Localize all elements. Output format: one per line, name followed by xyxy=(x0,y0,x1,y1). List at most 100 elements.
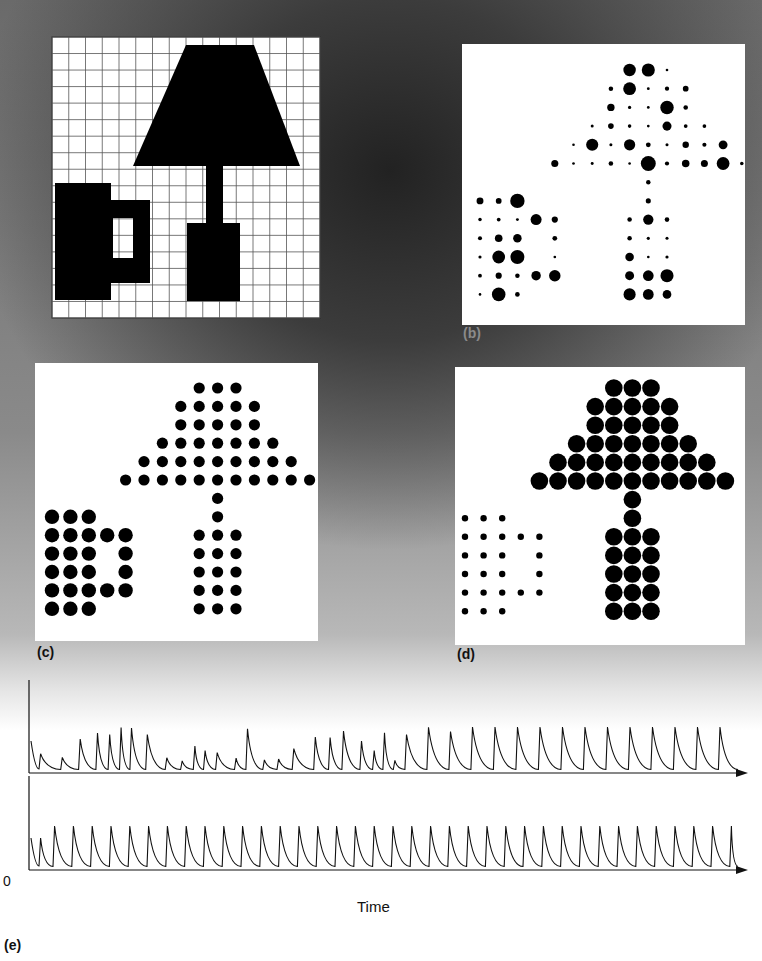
oscillator-dot xyxy=(118,583,132,597)
oscillator-dot xyxy=(605,528,623,546)
oscillator-dot xyxy=(480,515,486,521)
pixel-grid xyxy=(52,37,320,318)
oscillator-dot xyxy=(740,162,744,166)
oscillator-dot xyxy=(120,474,131,485)
oscillator-dot xyxy=(698,454,716,472)
oscillator-dot xyxy=(515,292,520,297)
oscillator-dot xyxy=(624,509,642,527)
oscillator-dot xyxy=(642,472,660,490)
oscillator-dot xyxy=(665,143,668,146)
oscillator-dot xyxy=(608,123,614,129)
oscillator-dot xyxy=(549,472,567,490)
oscillator-dot xyxy=(249,419,260,430)
oscillator-dot xyxy=(624,416,642,434)
panel-a xyxy=(52,37,320,318)
oscillator-dot xyxy=(586,416,604,434)
oscillator-dot xyxy=(100,583,114,597)
oscillator-dot xyxy=(249,438,260,449)
oscillator-dot xyxy=(286,474,297,485)
oscillator-dot xyxy=(118,565,132,579)
oscillator-dot xyxy=(623,64,635,76)
oscillator-dot xyxy=(662,122,671,131)
axis-label: Time xyxy=(357,899,390,916)
oscillator-dot xyxy=(643,289,654,300)
oscillator-dot xyxy=(82,546,96,560)
oscillator-dot xyxy=(45,510,59,524)
oscillator-dot xyxy=(212,438,223,449)
oscillator-dot xyxy=(661,435,679,453)
oscillator-dot xyxy=(194,585,205,596)
oscillator-dot xyxy=(683,142,689,148)
oscillator-dot xyxy=(157,474,168,485)
oscillator-dot xyxy=(665,237,668,240)
oscillator-dot xyxy=(646,180,650,184)
oscillator-dot xyxy=(249,401,260,412)
panel-d xyxy=(455,367,745,645)
oscillator-dot xyxy=(118,546,132,560)
oscillator-dot xyxy=(230,382,241,393)
oscillator-dot xyxy=(624,472,642,490)
oscillator-dot xyxy=(513,234,521,242)
oscillator-dot xyxy=(605,565,623,583)
oscillator-dot xyxy=(623,82,636,95)
oscillator-dot xyxy=(478,274,482,278)
oscillator-dot xyxy=(478,218,482,222)
oscillator-dot xyxy=(702,143,706,147)
oscillator-dot xyxy=(212,530,223,541)
grid-line xyxy=(152,37,153,318)
axis-arrow xyxy=(736,769,748,777)
oscillator-dot xyxy=(230,530,241,541)
oscillator-dot xyxy=(45,528,59,542)
oscillator-dot xyxy=(492,251,505,264)
oscillator-dot xyxy=(499,534,505,540)
oscillator-dot xyxy=(552,217,558,223)
oscillator-dot xyxy=(717,472,735,490)
oscillator-dot xyxy=(624,565,642,583)
oscillator-dot xyxy=(684,124,688,128)
oscillator-dot xyxy=(518,534,524,540)
oscillator-dot xyxy=(572,162,575,165)
oscillator-dot xyxy=(63,528,77,542)
grid-line xyxy=(320,37,321,318)
oscillator-dot xyxy=(194,401,205,412)
oscillator-dot xyxy=(194,382,205,393)
oscillator-dot xyxy=(175,474,186,485)
oscillator-dot xyxy=(230,456,241,467)
oscillator-dot xyxy=(661,416,679,434)
oscillator-dot xyxy=(212,401,223,412)
oscillator-dot xyxy=(647,256,650,259)
oscillator-dot xyxy=(480,608,486,614)
oscillator-dot xyxy=(480,534,486,540)
oscillator-dot xyxy=(665,217,670,222)
oscillator-dot xyxy=(624,435,642,453)
oscillator-dot xyxy=(661,472,679,490)
oscillator-dot xyxy=(624,584,642,602)
oscillator-dot xyxy=(683,105,688,110)
oscillator-dot xyxy=(175,438,186,449)
oscillator-dot xyxy=(175,419,186,430)
oscillator-dot xyxy=(480,571,486,577)
oscillator-dot xyxy=(679,472,697,490)
oscillator-dot xyxy=(642,584,660,602)
grid-line xyxy=(52,37,53,318)
oscillator-dot xyxy=(286,456,297,467)
oscillator-dot xyxy=(194,456,205,467)
oscillator-dot xyxy=(568,454,586,472)
oscillator-dot xyxy=(63,546,77,560)
oscillator-dot xyxy=(660,269,673,282)
oscillator-dot xyxy=(661,398,679,416)
oscillator-dot xyxy=(138,474,149,485)
oscillator-dot xyxy=(605,472,623,490)
oscillator-dot xyxy=(45,546,59,560)
oscillator-dot xyxy=(642,454,660,472)
oscillator-dot xyxy=(643,214,653,224)
oscillator-dot xyxy=(45,583,59,597)
oscillator-dot xyxy=(212,548,223,559)
oscillator-dot xyxy=(605,454,623,472)
oscillator-dot xyxy=(212,419,223,430)
oscillator-dot xyxy=(497,218,501,222)
oscillator-dot xyxy=(624,528,642,546)
grid-line xyxy=(52,37,320,38)
oscillator-dot xyxy=(462,571,468,577)
oscillator-dot xyxy=(230,401,241,412)
